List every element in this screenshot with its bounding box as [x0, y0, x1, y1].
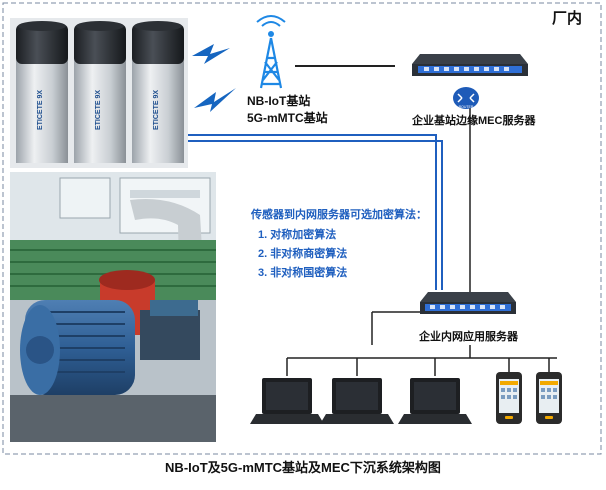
- base-station-tower-icon: [256, 15, 286, 89]
- link-mec-sensors-double: [188, 134, 437, 290]
- sensor-device-1: ETICETE 9X: [16, 21, 68, 163]
- signal-bolt-upper-icon: [192, 44, 230, 64]
- encryption-item-3: 3. 非对称国密算法: [258, 267, 348, 279]
- signal-bolt-lower-icon: [194, 88, 236, 112]
- base-station-label-2: 5G-mMTC基站: [247, 111, 328, 125]
- mec-router-badge: ROUTER: [459, 105, 474, 109]
- sensor-device-2: ETICETE 9X: [74, 21, 126, 163]
- laptop-2-icon: [320, 378, 394, 424]
- svg-text:ETICETE 9X: ETICETE 9X: [95, 90, 102, 130]
- motor-pump-photo: [10, 172, 216, 442]
- link-mec-sensors-double-2: [188, 140, 443, 290]
- laptop-1-icon: [250, 378, 324, 424]
- mec-server-icon: ROUTER: [412, 54, 528, 109]
- diagram-caption: NB-IoT及5G-mMTC基站及MEC下沉系统架构图: [165, 460, 441, 475]
- encryption-heading: 传感器到内网服务器可选加密算法：: [251, 209, 427, 221]
- app-server-label: 企业内网应用服务器: [419, 331, 518, 343]
- base-station-label-1: NB-IoT基站: [247, 94, 311, 108]
- plant-boundary: [2, 2, 602, 455]
- phone-2-icon: [536, 372, 562, 424]
- laptop-3-icon: [398, 378, 472, 424]
- area-label: 厂内: [552, 10, 583, 27]
- encryption-item-1: 1. 对称加密算法: [258, 229, 337, 241]
- wireless-signal-icons: [192, 44, 236, 112]
- mec-server-label: 企业基站边缘MEC服务器: [412, 115, 536, 127]
- svg-text:ETICETE 9X: ETICETE 9X: [153, 90, 160, 130]
- network-links: [188, 65, 557, 376]
- sensor-device-3: ETICETE 9X: [132, 21, 184, 163]
- encryption-item-2: 2. 非对称商密算法: [258, 248, 348, 260]
- app-server-icon: [420, 292, 516, 314]
- svg-text:ETICETE 9X: ETICETE 9X: [37, 90, 44, 130]
- sensor-photo: ETICETE 9X ETICETE 9X ETICETE 9X: [10, 18, 188, 168]
- phone-1-icon: [496, 372, 522, 424]
